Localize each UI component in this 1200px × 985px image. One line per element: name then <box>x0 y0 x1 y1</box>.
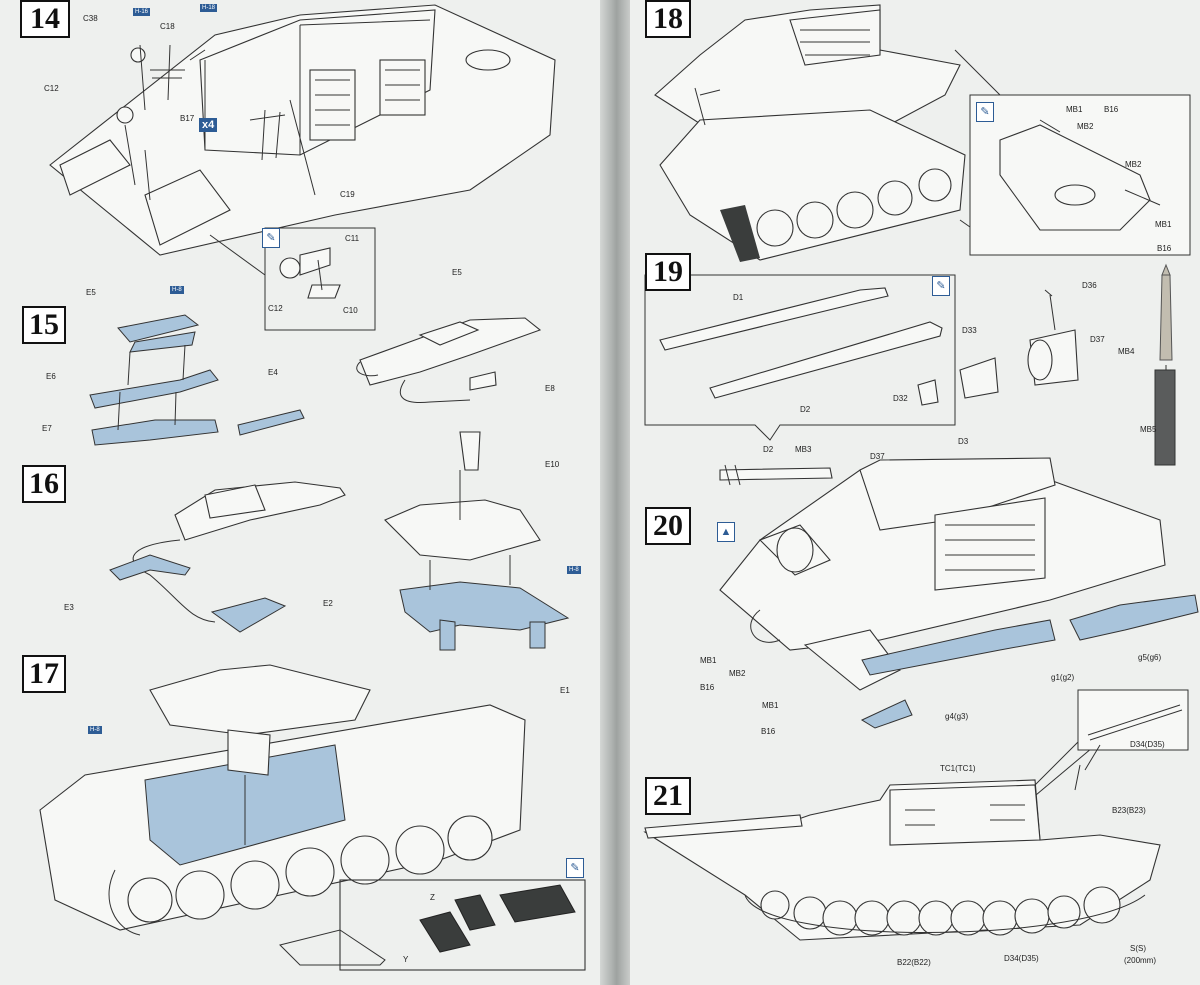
part-label-mb5: MB5 <box>1140 425 1157 434</box>
step-16-number: 16 <box>22 465 66 503</box>
reference-badge: H-8 <box>88 726 102 734</box>
part-label-d36: D36 <box>1082 281 1097 290</box>
part-label-g5-g6: g5(g6) <box>1138 653 1162 662</box>
reference-badge: H-18 <box>200 4 218 12</box>
part-label-d34-d35: D34(D35) <box>1004 954 1039 963</box>
part-label-d34-d35-detail: D34(D35) <box>1130 740 1165 749</box>
part-label-mb1-lower: MB1 <box>762 701 779 710</box>
part-label-c19: C19 <box>340 190 355 199</box>
step-15-number: 15 <box>22 306 66 344</box>
step14-detail-callout <box>209 227 376 331</box>
reference-badge: H-8 <box>170 286 184 294</box>
part-label-mb4: MB4 <box>1118 347 1135 356</box>
glue-icon: ✎ <box>262 228 280 248</box>
quantity-multiplier: x4 <box>199 118 218 132</box>
part-label-b16-lower: B16 <box>1157 244 1172 253</box>
step17-hull-drawing <box>39 664 586 971</box>
part-label-s: S(S) <box>1130 944 1146 953</box>
part-label-b22: B22(B22) <box>897 958 931 967</box>
step-19-number: 19 <box>645 253 691 291</box>
step21-tank-drawing <box>643 744 1161 941</box>
part-label-e2: E2 <box>323 599 333 608</box>
track-label-z: Z <box>430 893 435 902</box>
step19-barrel-box <box>644 274 956 486</box>
step-18-number: 18 <box>645 0 691 38</box>
part-label-d32: D32 <box>893 394 908 403</box>
step17-track-links <box>419 884 576 953</box>
step16-parts-drawing <box>109 431 570 651</box>
step-21-number: 21 <box>645 777 691 815</box>
part-label-mb2-lower: MB2 <box>1125 160 1142 169</box>
part-label-c38: C38 <box>83 14 98 23</box>
part-label-d37: D37 <box>1090 335 1105 344</box>
part-label-c10: C10 <box>343 306 358 315</box>
part-label-e6: E6 <box>46 372 56 381</box>
part-label-b17: B17 <box>180 114 195 123</box>
part-label-e7: E7 <box>42 424 52 433</box>
part-label-tc1: TC1(TC1) <box>940 764 976 773</box>
length-label: (200mm) <box>1124 956 1157 965</box>
step20-side-skirts <box>860 594 1199 729</box>
part-label-c12-detail: C12 <box>268 304 283 313</box>
step20-hull-drawing <box>719 457 1166 691</box>
reference-badge: H-16 <box>133 8 151 16</box>
part-label-d37-turret: D37 <box>870 452 885 461</box>
part-label-e10: E10 <box>545 460 560 469</box>
step18-hull-drawing <box>654 4 966 262</box>
part-label-d3: D3 <box>958 437 969 446</box>
glue-icon: ✎ <box>566 858 584 878</box>
step14-hull-drawing <box>49 4 556 256</box>
part-label-e1: E1 <box>560 686 570 695</box>
part-label-b23: B23(B23) <box>1112 806 1146 815</box>
part-label-d2: D2 <box>800 405 811 414</box>
part-label-mb1-lower: MB1 <box>1155 220 1172 229</box>
part-label-e5: E5 <box>86 288 96 297</box>
step18-detail-box <box>954 49 1191 256</box>
part-label-e4: E4 <box>268 368 278 377</box>
part-label-g1-g2: g1(g2) <box>1051 673 1075 682</box>
part-label-e8: E8 <box>545 384 555 393</box>
step20-detail-box <box>1024 689 1189 801</box>
step-17-number: 17 <box>22 655 66 693</box>
part-label-c18: C18 <box>160 22 175 31</box>
step19-shell-rod <box>1154 263 1176 466</box>
part-label-b16: B16 <box>1104 105 1119 114</box>
page-gutter <box>600 0 630 985</box>
step15-parts-drawing <box>89 314 542 446</box>
glue-icon: ✎ <box>932 276 950 296</box>
part-label-e3: E3 <box>64 603 74 612</box>
step-20-number: 20 <box>645 507 691 545</box>
part-label-e5-assembly: E5 <box>452 268 462 277</box>
glue-icon: ✎ <box>976 102 994 122</box>
part-label-d2-barrel: D2 <box>763 445 774 454</box>
part-label-mb1: MB1 <box>700 656 717 665</box>
part-label-mb2: MB2 <box>729 669 746 678</box>
part-label-c11: C11 <box>345 234 360 243</box>
paint-icon: ▲ <box>717 522 735 542</box>
part-label-mb1: MB1 <box>1066 105 1083 114</box>
part-label-d1: D1 <box>733 293 744 302</box>
part-label-d33: D33 <box>962 326 977 335</box>
part-label-b16-lower: B16 <box>761 727 776 736</box>
reference-badge: H-8 <box>567 566 581 574</box>
track-label-y: Y <box>403 955 409 964</box>
part-label-mb2: MB2 <box>1077 122 1094 131</box>
step19-mantlet-parts <box>917 289 1079 406</box>
part-label-b16: B16 <box>700 683 715 692</box>
part-label-c12: C12 <box>44 84 59 93</box>
step-14-number: 14 <box>20 0 70 38</box>
part-label-g4-g3: g4(g3) <box>945 712 969 721</box>
part-label-mb3: MB3 <box>795 445 812 454</box>
